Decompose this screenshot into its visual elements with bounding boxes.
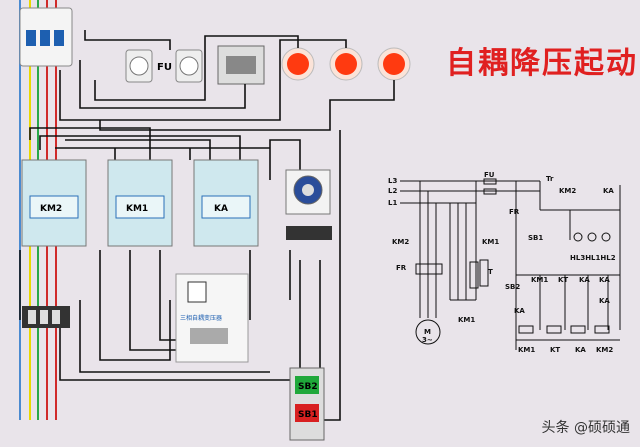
- time-relay: [285, 169, 332, 240]
- button-label: SB1: [298, 410, 318, 420]
- pushbutton-station: SB2 SB1: [289, 367, 325, 441]
- schematic-km2: KM2: [392, 238, 409, 246]
- contactor-ka: KA: [193, 159, 259, 247]
- schematic-sb1: SB1: [528, 234, 543, 242]
- motor-3: 3~: [422, 336, 433, 344]
- coil-label: KM2: [596, 346, 613, 354]
- schematic-tr: Tr: [546, 175, 554, 183]
- line-label: L2: [388, 187, 397, 195]
- contactor-km1: KM1: [107, 159, 173, 247]
- schematic-sb2: SB2: [505, 283, 520, 291]
- control-transformer: [217, 45, 265, 85]
- schematic-lines: [400, 178, 621, 350]
- page-title: 自耦降压起动: [446, 46, 638, 81]
- autotransformer: 三相自耦变压器: [175, 273, 249, 363]
- contactor-label: KM1: [126, 204, 148, 214]
- contact-kt: KT: [558, 276, 568, 284]
- contactor-label: KA: [214, 204, 228, 214]
- schematic-km1: KM1: [482, 238, 499, 246]
- coil-label: KM1: [518, 346, 535, 354]
- contact-ka: KA: [599, 297, 610, 305]
- contactor-km2: KM2: [21, 159, 87, 247]
- schematic-km1-mid: KM1: [458, 316, 475, 324]
- schematic-fr: FR: [396, 264, 407, 272]
- control-wiring: [19, 30, 395, 421]
- fuse-holders: FU: [125, 49, 203, 83]
- schematic-t: T: [488, 268, 493, 276]
- thermal-relay: [22, 306, 70, 328]
- fuse-label: FU: [157, 62, 172, 73]
- contactor-label: KM2: [40, 204, 62, 214]
- contact-ka: KA: [599, 276, 610, 284]
- schematic-km2-top: KM2: [559, 187, 576, 195]
- coil-label: KT: [550, 346, 560, 354]
- button-label: SB2: [298, 382, 318, 392]
- line-label: L3: [388, 177, 397, 185]
- motor-m: M: [424, 328, 431, 336]
- schematic: L3 L2 L1 FU Tr KM2 KA FR SB1 KM2 KM1 FR …: [388, 171, 616, 354]
- watermark: 头条 @硕硕通: [541, 420, 630, 436]
- ka-coil: KA: [514, 307, 525, 315]
- coil-label: KA: [575, 346, 586, 354]
- indicator-lamps: [281, 47, 411, 81]
- main-breaker: [19, 7, 73, 67]
- schematic-fu: FU: [484, 171, 495, 179]
- transformer-label: 三相自耦变压器: [180, 314, 222, 322]
- lamp-labels: HL3HL1HL2: [570, 254, 616, 262]
- contact-ka: KA: [579, 276, 590, 284]
- line-label: L1: [388, 199, 397, 207]
- schematic-fr-top: FR: [509, 208, 520, 216]
- schematic-ka-top: KA: [603, 187, 614, 195]
